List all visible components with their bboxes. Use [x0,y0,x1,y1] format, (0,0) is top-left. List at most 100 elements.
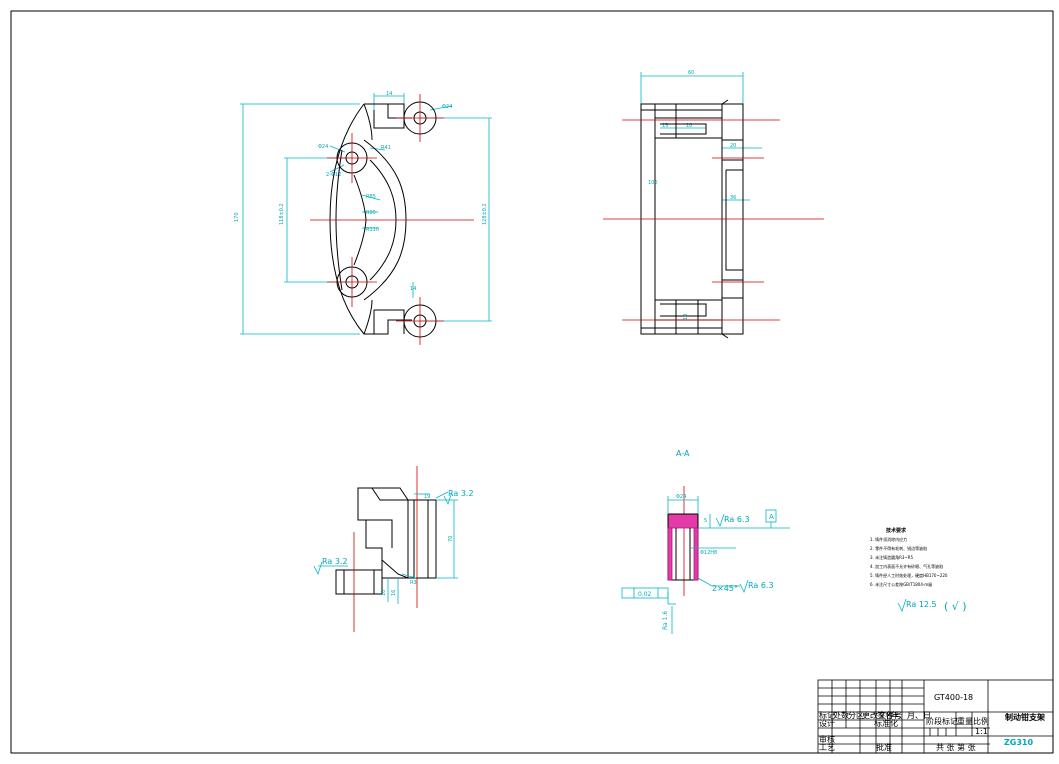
label-sheets: 共 张 第 张 [936,742,976,752]
dim-text: 19 [424,494,430,500]
tech-note-item: 6. 未注尺寸公差按GB/T1804-m级 [870,581,932,587]
title-block: GT400-18 制动钳支架 ZG310 标记 处数 分区 更改文件号 签名 年… [817,679,1054,754]
label-review: 审核 [819,734,835,744]
leader [401,573,417,579]
material-code: ZG310 [1004,738,1034,747]
dim-text: R110 [366,227,379,233]
leader [369,147,386,151]
top-view-boss [408,499,437,579]
leader [697,577,713,587]
dim-text: 70 [448,536,454,542]
dim-text: R41 [381,145,391,151]
chamfer-label: 2×45° [712,584,738,593]
bracket-edge [373,103,405,334]
dim-text: R85 [366,194,376,200]
dim-text: 10 [381,590,387,596]
label-process: 工艺 [819,743,835,752]
top-view-body [357,487,409,579]
section-hatch [667,527,699,581]
label-date: 年、月、日 [891,710,931,720]
leader [329,145,346,153]
roughness-symbol [313,561,323,576]
label-signature: 签名 [877,710,893,720]
dim-text: 36 [730,195,736,201]
drawing-border [10,10,1054,754]
tech-notes-title: 技术要求 [886,527,907,534]
dim-text: R95 [366,210,376,216]
tech-note-item: 5. 铸件经人工时效处理，硬度HB170~220 [870,572,948,578]
label-scale: 比例 [973,716,989,726]
roughness-ra-section-side: Ra 6.3 [748,581,774,590]
dim-text: 20 [730,143,736,149]
drawing-number: GT400-18 [934,693,973,702]
tech-note-item: 3. 未注铸造圆角R3~R5 [870,554,914,560]
dim-text: 15 [662,123,668,129]
side-edge [641,104,723,334]
label-design: 设计 [819,718,835,728]
part-name: 制动钳支架 [1005,712,1045,722]
top-view-edge [343,570,375,594]
top-view: 70 19 Ra 3.2 Ra 3.2 R3 10 16 [313,466,474,632]
leader [435,491,449,499]
dim-text: Φ12H8 [700,550,717,556]
front-view: 170 118±0.2 128±0.2 14 Φ24 Φ24 2-Φ12 R41… [234,91,492,345]
label-count: 处数 [833,710,849,720]
label-change-doc: 更改文件号 [862,710,902,720]
dim-text: 10 [686,123,692,129]
general-roughness-mark: ( √ ) [944,600,967,613]
side-edge [660,123,707,317]
top-view-edge [413,500,429,578]
top-view-edge [381,559,409,579]
label-standardize: 标准化 [874,718,898,728]
roughness-symbol [739,579,749,594]
section-edge [675,528,691,580]
dim-text: 100 [648,180,658,186]
dim-text: 128±0.2 [482,203,488,225]
dim-text: Φ24 [676,494,686,500]
tech-note-item: 1. 铸件须消除内应力 [870,536,907,542]
dim-text: 14 [410,286,416,292]
dim-text: 16 [391,590,397,596]
label-weight: 重量 [957,716,973,726]
dim-text: Ra 1.6 [662,611,669,630]
tech-note-item: 4. 加工内表面不允许有砂眼、气孔等缺陷 [870,563,943,569]
side-outline [640,103,744,335]
roughness-ra-left: Ra 3.2 [322,557,348,566]
dim-text: R3 [410,580,417,586]
roughness-ra-general: Ra 12.5 [906,600,937,609]
dim-text: 0.02 [638,591,652,598]
roughness-symbol [443,491,453,506]
section-hatch [667,513,699,529]
leader [329,164,345,173]
label-zone: 分区 [848,711,864,720]
side-edge [721,99,729,339]
side-edge [675,104,699,334]
leader [361,194,381,201]
dim-text: 14 [386,91,392,97]
label-approve: 批准 [876,742,892,752]
bracket-edge [363,103,373,335]
roughness-symbol [715,513,725,528]
title-block-frame [817,679,1054,754]
roughness-ra-section-top: Ra 6.3 [724,515,750,524]
side-right-features [722,139,744,299]
roughness-ra-top: Ra 3.2 [448,489,474,498]
tech-note-item: 2. 零件不得有毛刺、锐边等缺陷 [870,545,927,551]
dim-text: Φ24 [442,104,452,110]
top-view-edge [366,487,408,548]
top-view-lower-tab [335,569,383,595]
dim-text: 5 [704,518,707,524]
tech-notes: 技术要求 1. 铸件须消除内应力 2. 零件不得有毛刺、锐边等缺陷 3. 未注铸… [870,527,967,613]
dim-text: 170 [234,212,240,222]
label-stage-mark: 阶段标记 [926,716,958,726]
side-view: 60 15 10 20 100 36 10 [603,70,824,339]
dim-text: Φ24 [318,144,328,150]
dim-text: 60 [688,70,694,76]
label-mark: 标记 [819,710,835,720]
bracket-outer-profile [329,103,412,335]
section-label: A-A [676,449,690,458]
dim-text: 10 [683,314,689,320]
general-roughness-symbol [897,598,907,613]
section-a-a: A-A Φ24 5 Ra 6.3 A Φ12H8 2×45° Ra 6.3 0.… [621,449,790,634]
